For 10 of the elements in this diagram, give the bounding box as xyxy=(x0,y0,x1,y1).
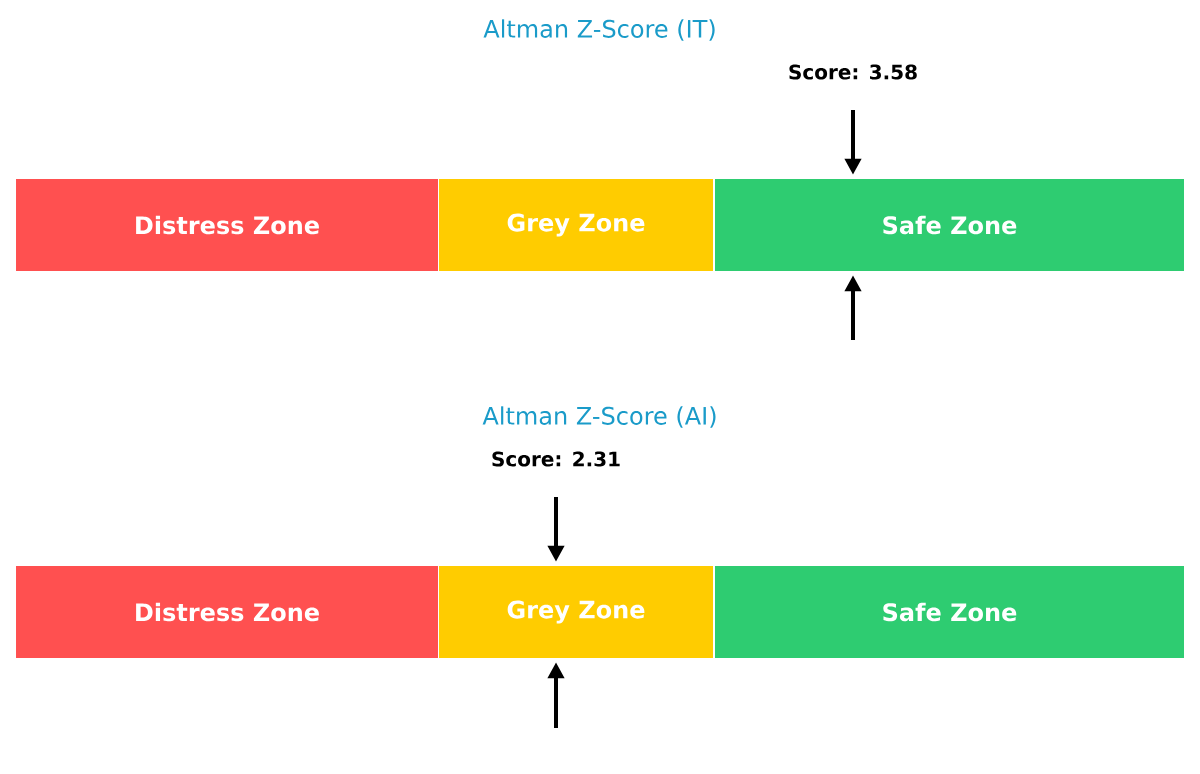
zone-bar: Safe Zone xyxy=(715,179,1184,271)
zone-bar: Distress Zone xyxy=(16,179,438,271)
chart-title: Altman Z-Score (AI) xyxy=(482,406,716,428)
zone-bar: Grey Zone xyxy=(439,179,713,271)
zone-bar: Grey Zone xyxy=(439,566,713,658)
zone-bar: Safe Zone xyxy=(715,566,1184,658)
score-label: Score: 3.58 xyxy=(789,64,917,80)
chart-title: Altman Z-Score (IT) xyxy=(483,19,715,41)
zone-bar: Distress Zone xyxy=(16,566,438,658)
score-label: Score: 2.31 xyxy=(492,451,620,467)
